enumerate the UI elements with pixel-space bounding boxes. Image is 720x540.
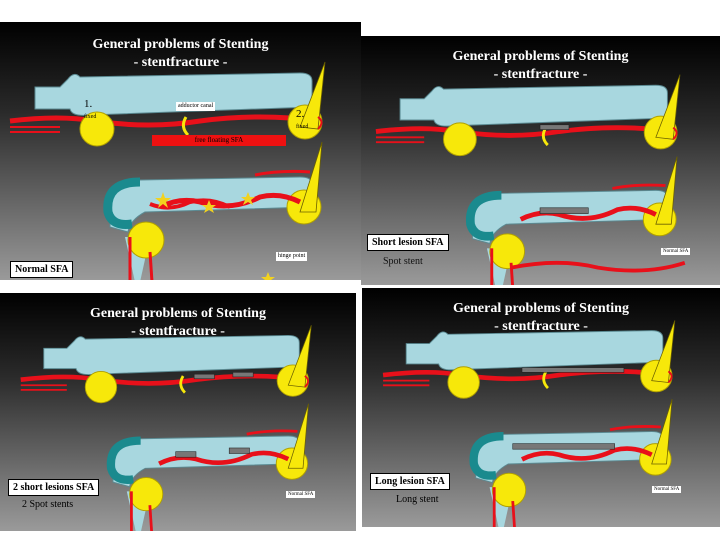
spot-stent-flexed — [540, 208, 588, 214]
spot-stent — [540, 125, 569, 130]
panel-label: 2 short lesions SFA — [8, 479, 99, 496]
panel-label: Normal SFA — [10, 261, 73, 278]
fixed-point-2-note: fixed — [296, 124, 308, 130]
panel-label: Long lesion SFA — [370, 473, 450, 490]
panel-sublabel: Spot stent — [383, 256, 423, 267]
normal-sfa-tag: Normal SFA — [661, 248, 690, 255]
spot-stent-2 — [233, 372, 253, 377]
panel-two-short-lesions-sfa: General problems of Stenting - stentfrac… — [0, 293, 356, 531]
long-stent-flexed — [513, 444, 615, 450]
spot-stent-1-flexed — [176, 452, 196, 458]
fixed-point-1-note: fixed — [84, 114, 96, 120]
panel-normal-sfa: General problems of Stenting - stentfrac… — [0, 22, 361, 280]
panel-label: Short lesion SFA — [367, 234, 449, 251]
normal-sfa-artery — [511, 263, 685, 271]
spot-stent-2-flexed — [229, 448, 249, 454]
spot-stent-1 — [194, 374, 214, 379]
panel-short-lesion-sfa: General problems of Stenting - stentfrac… — [361, 36, 720, 285]
panel-sublabel: Long stent — [396, 494, 439, 505]
long-stent — [522, 368, 624, 373]
fixed-point-2-number: 2. — [296, 108, 304, 120]
hinge-point-label: hinge point — [276, 252, 307, 261]
panel-long-lesion-sfa: General problems of Stenting - stentfrac… — [362, 288, 720, 527]
free-floating-sfa-label: free floating SFA — [152, 135, 286, 146]
leg-illustration — [0, 22, 361, 280]
adductor-canal-label: adductor canal — [176, 102, 215, 111]
normal-sfa-tag: Normal SFA — [286, 491, 315, 498]
fixed-point-1-number: 1. — [84, 98, 92, 110]
normal-sfa-tag: Normal SFA — [652, 486, 681, 493]
panel-sublabel: 2 Spot stents — [22, 499, 73, 510]
